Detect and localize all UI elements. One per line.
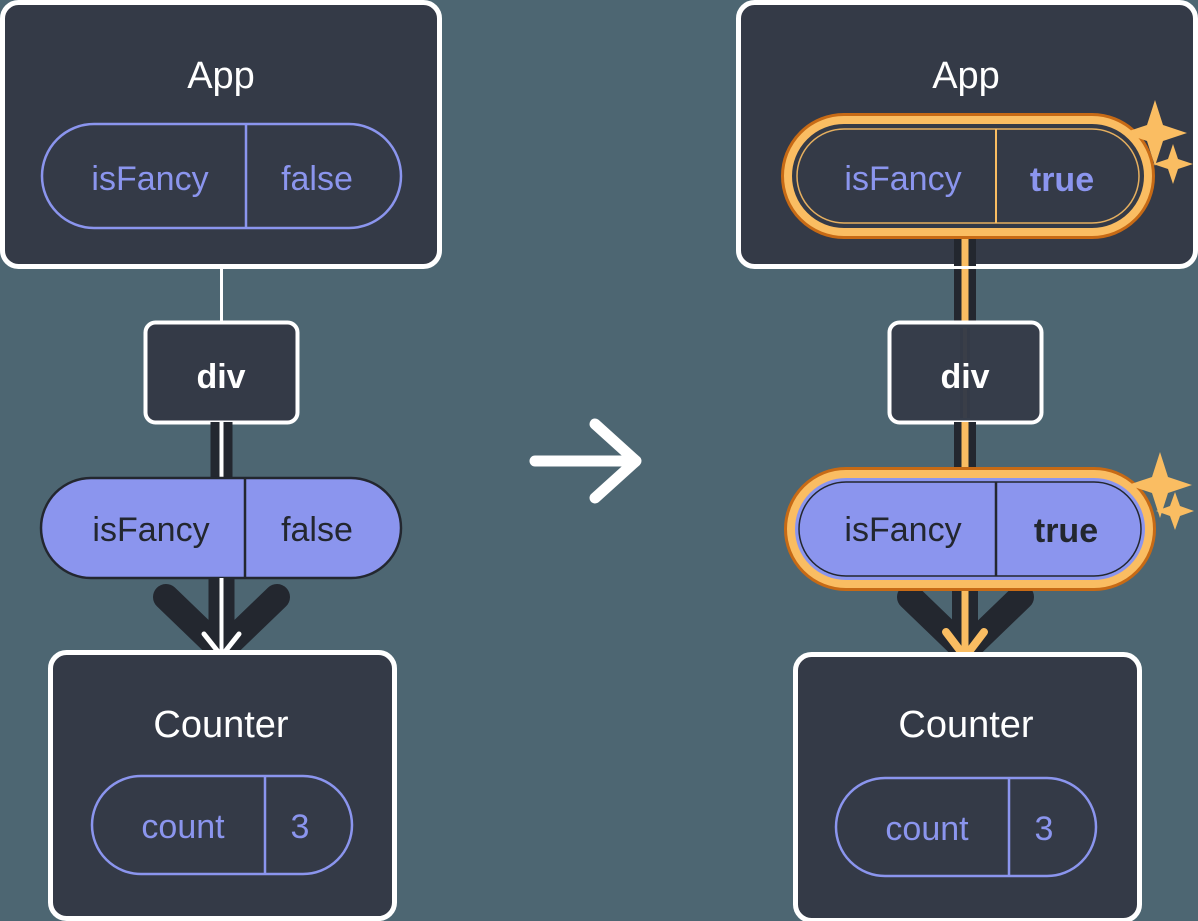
counter-pill-key-after: count [885,810,969,848]
app-pill-before: isFancy false [40,122,403,230]
app-pill-highlight-inner-after [784,116,1152,236]
prop-pill-value-before: false [281,511,353,549]
counter-pill-outline-after [834,776,1098,878]
after-panel: App isFancy true div [736,0,1198,921]
app-pill-value-after: true [1030,161,1094,199]
prop-pill-value-after: true [1034,512,1098,550]
counter-pill-value-after: 3 [1035,810,1054,848]
app-pill-outline-before [40,122,403,230]
app-pill-outline-after [796,128,1140,224]
div-label-after: div [940,358,989,396]
prop-pill-key-after: isFancy [844,511,961,549]
counter-title-before: Counter [153,704,289,746]
counter-pill-value-before: 3 [291,808,310,846]
arrow-prop-to-counter-before [153,578,290,663]
prop-pill-after: isFancy true [784,467,1156,591]
counter-pill-after: count 3 [834,776,1098,878]
counter-pill-outline-before [90,774,354,876]
app-title-before: App [187,55,255,97]
app-pill-key-after: isFancy [844,160,961,198]
sparkle-icon-prop-after [1128,452,1194,530]
app-pill-key-before: isFancy [91,160,208,198]
transition-arrow-right-icon [529,418,642,504]
app-pill-value-before: false [281,160,353,198]
app-title-after: App [932,55,1000,97]
counter-card-before [48,650,397,921]
counter-pill-before: count 3 [90,774,354,876]
app-card-before [0,0,442,269]
div-label-before: div [196,358,245,396]
prop-pill-key-before: isFancy [92,511,209,549]
counter-pill-key-before: count [141,808,225,846]
prop-pill-before: isFancy false [39,476,403,580]
app-pill-after: isFancy true [781,113,1155,239]
prop-pill-shape-after [798,481,1142,577]
before-panel: App isFancy false div isFancy false [0,0,442,921]
counter-card-after [793,652,1142,921]
counter-title-after: Counter [898,704,1034,746]
sparkle-icon-app-after [1123,100,1193,184]
